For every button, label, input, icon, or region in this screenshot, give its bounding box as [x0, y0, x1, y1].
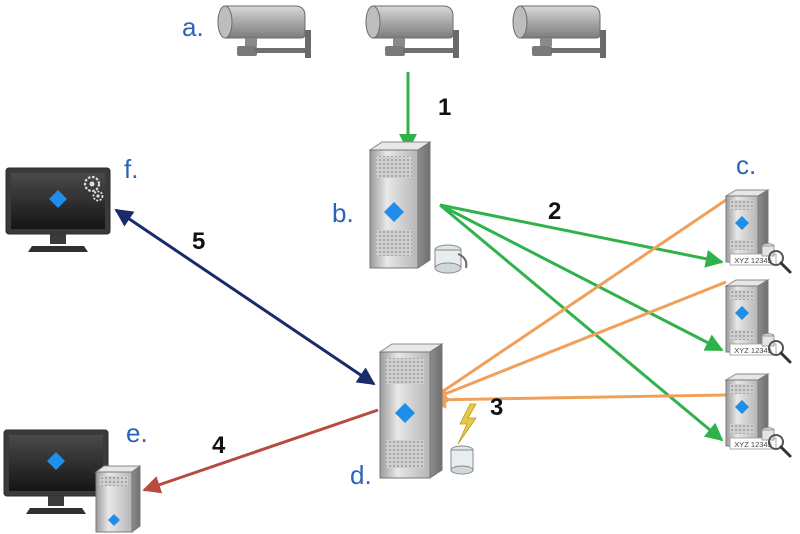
camera-icon: [512, 5, 607, 59]
arrow-3-lpr-top-to-event: [428, 198, 727, 402]
lpr-server-middle: XYZ 12345: [724, 278, 792, 364]
step-label-3: 3: [490, 394, 504, 421]
step-label-1: 1: [438, 94, 452, 121]
monitor-icon: [3, 429, 109, 515]
label-management-workstation: f.: [124, 154, 139, 184]
plate-text: XYZ 12345: [734, 346, 772, 355]
arrow-2-recording-to-lpr-bottom: [439, 203, 724, 442]
management-workstation: [5, 167, 111, 253]
database-icon: [450, 445, 474, 475]
arrow-5-management-event: [114, 208, 376, 386]
connectors: [114, 72, 727, 494]
lpr-server-top: XYZ 12345: [724, 188, 792, 274]
lpr-servers-group: XYZ 12345 XYZ 12345 XYZ 12345: [724, 188, 792, 458]
server-diamond-icon: [395, 403, 415, 423]
label-cameras: a.: [182, 12, 204, 42]
recording-server: [368, 141, 468, 274]
server-diamond-icon: [384, 202, 404, 222]
label-event-server: d.: [350, 460, 372, 490]
cameras-group: [217, 5, 607, 59]
arrow-3-lpr-middle-to-event: [428, 280, 727, 403]
label-recording-server: b.: [332, 198, 354, 228]
arrow-2-recording-to-lpr-middle: [439, 203, 724, 352]
client-workstation: [3, 429, 142, 533]
server-diamond-icon: [108, 514, 120, 526]
lightning-icon: [457, 403, 477, 445]
plate-text: XYZ 12345: [734, 440, 772, 449]
label-client-workstation: e.: [126, 418, 148, 448]
step-label-4: 4: [212, 432, 226, 459]
camera-icon: [217, 5, 312, 59]
client-tower: [94, 465, 142, 533]
event-server: [378, 343, 477, 479]
arrow-3-lpr-bottom-to-event: [428, 390, 727, 409]
arrow-2-recording-to-lpr-top: [439, 203, 724, 268]
gears-icon: [83, 175, 104, 202]
camera-icon: [365, 5, 460, 59]
lpr-server-bottom: XYZ 12345: [724, 372, 792, 458]
film-storage-icon: [434, 244, 468, 274]
arrow-4-event-to-client: [142, 408, 379, 494]
step-label-2: 2: [548, 198, 562, 225]
plate-text: XYZ 12345: [734, 256, 772, 265]
label-lpr-servers: c.: [736, 150, 757, 180]
step-label-5: 5: [192, 228, 206, 255]
monitor-icon: [5, 167, 111, 253]
